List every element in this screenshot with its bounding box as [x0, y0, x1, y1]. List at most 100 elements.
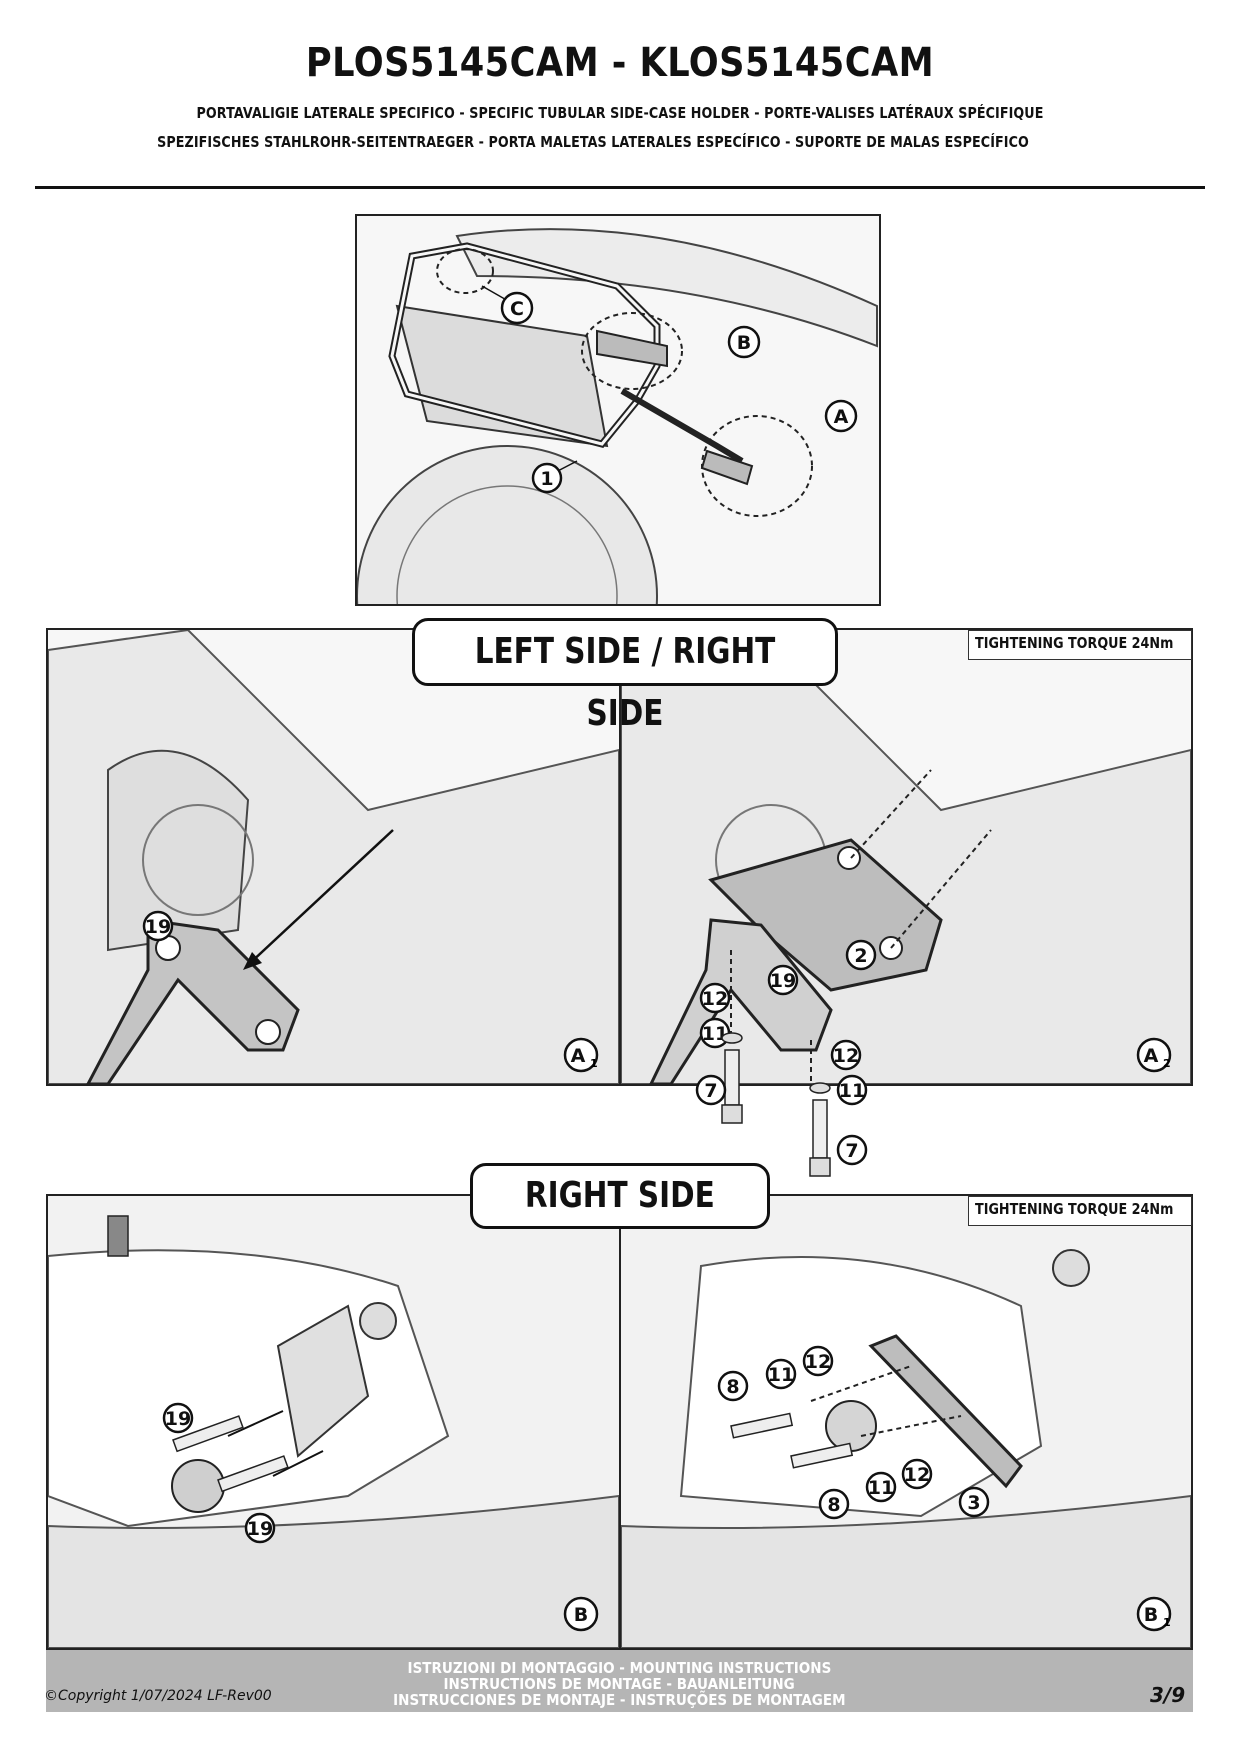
section-banner-left-right: LEFT SIDE / RIGHT SIDE: [412, 618, 838, 734]
callout-c-label: C: [510, 298, 524, 320]
callout-12-left-label: 12: [702, 988, 728, 1010]
arrow-indicator: [247, 829, 394, 966]
washer-11-right: [809, 1082, 831, 1094]
detail-b-circle: [581, 312, 683, 390]
panel-a1-label: A: [571, 1045, 586, 1067]
callout-12-left: [699, 982, 731, 1014]
callout-part-1: [531, 462, 563, 494]
plate-b-shape: [596, 329, 668, 368]
callout-2-label: 2: [854, 945, 867, 967]
rear-wheel-shape: [357, 445, 658, 604]
rear-rim-shape: [396, 485, 618, 604]
callout-7-left: [695, 1074, 727, 1106]
mounting-plate-3: [868, 1334, 1023, 1489]
callout-12-lower: [901, 1458, 933, 1490]
callout-19-lower: [244, 1512, 276, 1544]
panel-a2-drawing: 2 19 12 11 12 A 2: [621, 630, 1191, 1084]
torque-note-2: TIGHTENING TORQUE 24Nm: [968, 1196, 1192, 1226]
detail-c-circle: [436, 248, 494, 294]
footer-line-2: INSTRUCTIONS DE MONTAGE - BAUANLEITUNG: [443, 1675, 796, 1693]
callout-11-lower-label: 11: [868, 1477, 894, 1499]
bolt-19-upper: [172, 1415, 244, 1453]
panel-a2-hardware: 7 11 7: [695, 1032, 868, 1177]
callout-12-upper: [802, 1345, 834, 1377]
panel-a2-subscript: 2: [1163, 1057, 1171, 1070]
panel-b1-subscript: 1: [1163, 1616, 1171, 1629]
callout-3-label: 3: [967, 1492, 980, 1514]
callout-b: [727, 325, 761, 359]
callout-7-right: [836, 1134, 868, 1166]
callout-19-upper-label: 19: [165, 1408, 191, 1430]
panel-a1-badge: [563, 1037, 599, 1073]
footer-line-3: INSTRUCCIONES DE MONTAJE - INSTRUÇÕES DE…: [393, 1691, 846, 1709]
callout-12-right: [830, 1039, 862, 1071]
callout-8-lower: [818, 1488, 850, 1520]
torque-note-1: TIGHTENING TORQUE 24Nm: [968, 630, 1192, 660]
callout-part-1-label: 1: [540, 468, 553, 490]
callout-19: [767, 964, 799, 996]
bolt-8-upper: [730, 1412, 794, 1439]
document-title: PLOS5145CAM - KLOS5145CAM: [305, 40, 935, 86]
panel-a1: 19 A 1: [46, 628, 621, 1086]
subtitle-line-2: SPEZIFISCHES STAHLROHR-SEITENTRAEGER - P…: [157, 133, 1029, 151]
footer-line-1: ISTRUZIONI DI MONTAGGIO - MOUNTING INSTR…: [407, 1659, 832, 1677]
footpeg-pivot: [825, 1400, 877, 1452]
callout-12-right-label: 12: [833, 1045, 859, 1067]
panel-b-label: B: [574, 1604, 588, 1626]
callout-11-right-label: 11: [839, 1080, 865, 1102]
footpeg-pivot: [171, 1459, 225, 1513]
exhaust-shape: [395, 304, 609, 448]
washer-11-left: [721, 1032, 743, 1044]
page-number: 3/9: [1150, 1683, 1186, 1707]
panel-a1-subscript: 1: [590, 1057, 598, 1070]
callout-a-label: A: [834, 406, 849, 428]
callout-8-lower-label: 8: [827, 1494, 840, 1516]
overview-illustration: C B A 1: [355, 214, 881, 606]
callout-11-upper-label: 11: [768, 1364, 794, 1386]
header-divider: [35, 186, 1205, 189]
panel-a2-label: A: [1144, 1045, 1159, 1067]
subtitle-line-1: PORTAVALIGIE LATERALE SPECIFICO - SPECIF…: [196, 104, 1044, 122]
callout-19-lower-label: 19: [247, 1518, 273, 1540]
callout-2: [845, 939, 877, 971]
panel-b-drawing: 19 19 B: [48, 1196, 619, 1648]
callout-8-upper-label: 8: [726, 1376, 739, 1398]
overview-drawing: C B A 1: [357, 228, 878, 604]
screw-7-right: [812, 1099, 828, 1159]
panel-a2-badge: [1136, 1037, 1172, 1073]
callout-19-label: 19: [770, 970, 796, 992]
callout-11-right: [836, 1074, 868, 1106]
panel-b1: 8 11 12 8 11 12 3 B 1: [619, 1194, 1193, 1650]
callout-7-right-label: 7: [845, 1140, 858, 1162]
callout-b-label: B: [737, 332, 751, 354]
callout-c: [500, 291, 534, 325]
callout-8-upper: [717, 1370, 749, 1402]
footpeg-bracket-19: [649, 918, 833, 1084]
screw-7-left: [724, 1049, 740, 1106]
copyright-text: ©Copyright 1/07/2024 LF-Rev00: [44, 1688, 272, 1704]
callout-19-upper: [162, 1402, 194, 1434]
panel-b1-label: B: [1144, 1604, 1158, 1626]
callout-7-left-label: 7: [704, 1080, 717, 1102]
panel-b1-drawing: 8 11 12 8 11 12 3 B 1: [621, 1196, 1191, 1648]
callout-11-upper: [765, 1358, 797, 1390]
callout-a: [824, 399, 858, 433]
panel-b1-badge: [1136, 1596, 1172, 1632]
panel-a2: 2 19 12 11 12 A 2: [619, 628, 1193, 1086]
plate-a-shape: [700, 449, 754, 486]
callout-3: [958, 1486, 990, 1518]
detail-a-circle: [701, 415, 813, 517]
bolt-8-lower: [790, 1442, 854, 1469]
panel-a1-drawing: 19 A 1: [48, 630, 619, 1084]
callout-19: [142, 910, 174, 942]
callout-19-label: 19: [145, 916, 171, 938]
callout-12-lower-label: 12: [904, 1464, 930, 1486]
section-banner-right: RIGHT SIDE: [470, 1163, 770, 1229]
footer-bar: [46, 1650, 1193, 1712]
bolt-19-lower: [217, 1455, 289, 1493]
footpeg-bracket-19: [86, 918, 300, 1084]
callout-12-upper-label: 12: [805, 1351, 831, 1373]
callout-11-lower: [865, 1471, 897, 1503]
panel-b-badge: [563, 1596, 599, 1632]
panel-b: 19 19 B: [46, 1194, 621, 1650]
